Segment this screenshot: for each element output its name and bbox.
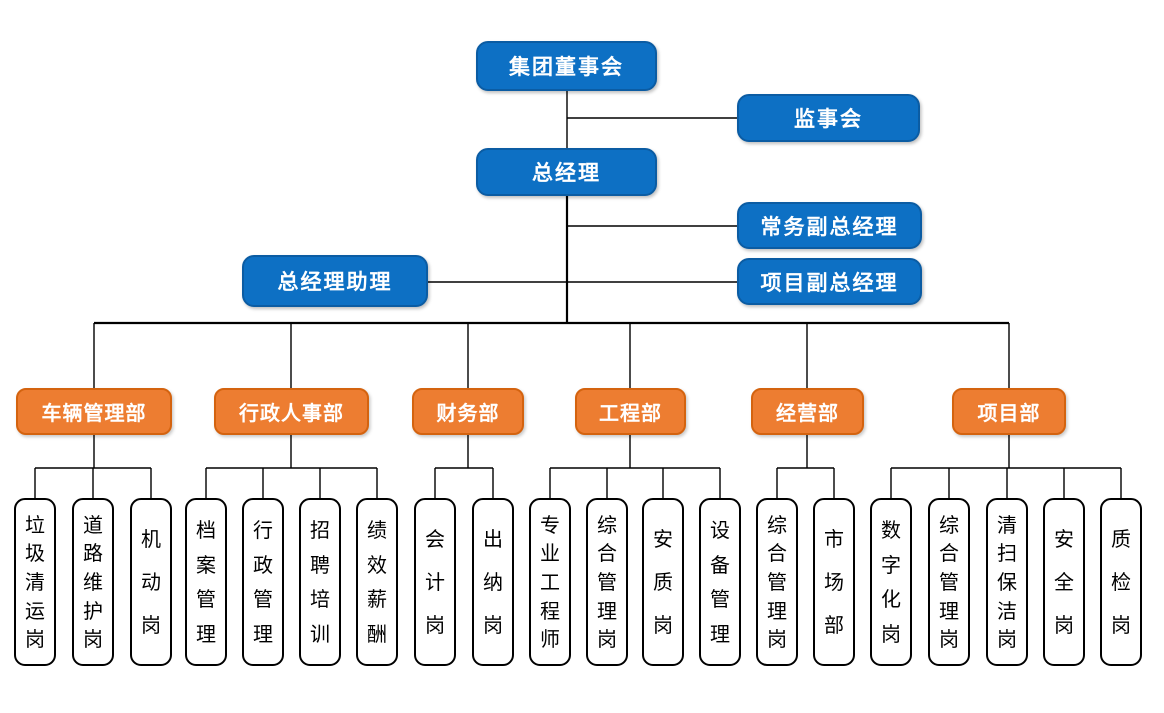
position-label: 道路维护岗 — [83, 512, 103, 652]
node-project-deputy-gm-label: 项目副总经理 — [760, 270, 899, 295]
node-dept-finance[interactable]: 财务部 — [412, 388, 524, 435]
node-position-equipment-management[interactable]: 设备管理 — [699, 498, 741, 666]
node-position-sweeping-cleaning[interactable]: 清扫保洁岗 — [986, 498, 1028, 666]
position-label: 综合管理岗 — [597, 512, 617, 652]
node-position-mobile[interactable]: 机动岗 — [130, 498, 172, 666]
position-label: 机动岗 — [141, 527, 161, 637]
node-position-performance-compensation[interactable]: 绩效薪酬 — [356, 498, 398, 666]
position-label: 安质岗 — [653, 527, 673, 637]
node-position-safety[interactable]: 安全岗 — [1043, 498, 1085, 666]
position-label: 设备管理 — [710, 518, 730, 646]
position-label: 会计岗 — [425, 527, 445, 637]
node-position-accounting[interactable]: 会计岗 — [414, 498, 456, 666]
node-position-quality-inspection[interactable]: 质检岗 — [1100, 498, 1142, 666]
node-position-professional-engineer[interactable]: 专业工程师 — [529, 498, 571, 666]
dept-label: 经营部 — [776, 401, 839, 425]
node-supervisory-board[interactable]: 监事会 — [737, 94, 920, 142]
position-label: 清扫保洁岗 — [997, 512, 1017, 652]
node-dept-operations[interactable]: 经营部 — [751, 388, 864, 435]
node-general-manager-label: 总经理 — [532, 161, 601, 185]
node-position-admin-management[interactable]: 行政管理 — [242, 498, 284, 666]
node-position-recruiting-training[interactable]: 招聘培训 — [299, 498, 341, 666]
position-label: 市场部 — [824, 527, 844, 637]
node-position-cashier[interactable]: 出纳岗 — [472, 498, 514, 666]
position-label: 招聘培训 — [310, 518, 330, 646]
node-gm-assistant[interactable]: 总经理助理 — [242, 255, 428, 307]
node-executive-deputy-gm-label: 常务副总经理 — [760, 214, 899, 239]
position-label: 绩效薪酬 — [367, 518, 387, 646]
node-position-general-management-proj[interactable]: 综合管理岗 — [928, 498, 970, 666]
position-label: 专业工程师 — [540, 512, 560, 652]
node-dept-engineering[interactable]: 工程部 — [575, 388, 686, 435]
node-general-manager[interactable]: 总经理 — [476, 148, 657, 196]
node-group-board[interactable]: 集团董事会 — [476, 41, 657, 91]
dept-label: 财务部 — [436, 401, 500, 425]
position-label: 质检岗 — [1111, 527, 1131, 637]
node-position-market[interactable]: 市场部 — [813, 498, 855, 666]
dept-label: 车辆管理部 — [41, 401, 147, 425]
position-label: 综合管理岗 — [939, 512, 959, 652]
node-group-board-label: 集团董事会 — [509, 55, 624, 79]
position-label: 档案管理 — [196, 518, 216, 646]
node-position-archives-management[interactable]: 档案管理 — [185, 498, 227, 666]
node-supervisory-board-label: 监事会 — [794, 107, 863, 131]
node-dept-project[interactable]: 项目部 — [952, 388, 1066, 435]
position-label: 行政管理 — [253, 518, 273, 646]
dept-label: 行政人事部 — [239, 401, 344, 425]
position-label: 综合管理岗 — [767, 512, 787, 652]
node-position-digitalization[interactable]: 数字化岗 — [870, 498, 912, 666]
node-position-safety-quality[interactable]: 安质岗 — [642, 498, 684, 666]
node-dept-vehicle-management[interactable]: 车辆管理部 — [16, 388, 172, 435]
node-position-garbage-collection[interactable]: 垃圾清运岗 — [14, 498, 56, 666]
position-label: 数字化岗 — [881, 518, 901, 646]
node-dept-admin-hr[interactable]: 行政人事部 — [214, 388, 369, 435]
position-label: 安全岗 — [1054, 527, 1074, 637]
node-position-road-maintenance[interactable]: 道路维护岗 — [72, 498, 114, 666]
dept-label: 项目部 — [977, 401, 1041, 425]
position-label: 垃圾清运岗 — [25, 512, 45, 652]
node-project-deputy-gm[interactable]: 项目副总经理 — [737, 258, 922, 305]
position-label: 出纳岗 — [483, 527, 503, 637]
node-position-general-management-eng[interactable]: 综合管理岗 — [586, 498, 628, 666]
node-position-general-management-ops[interactable]: 综合管理岗 — [756, 498, 798, 666]
node-executive-deputy-gm[interactable]: 常务副总经理 — [737, 202, 922, 249]
node-gm-assistant-label: 总经理助理 — [277, 270, 393, 294]
dept-label: 工程部 — [599, 401, 662, 425]
